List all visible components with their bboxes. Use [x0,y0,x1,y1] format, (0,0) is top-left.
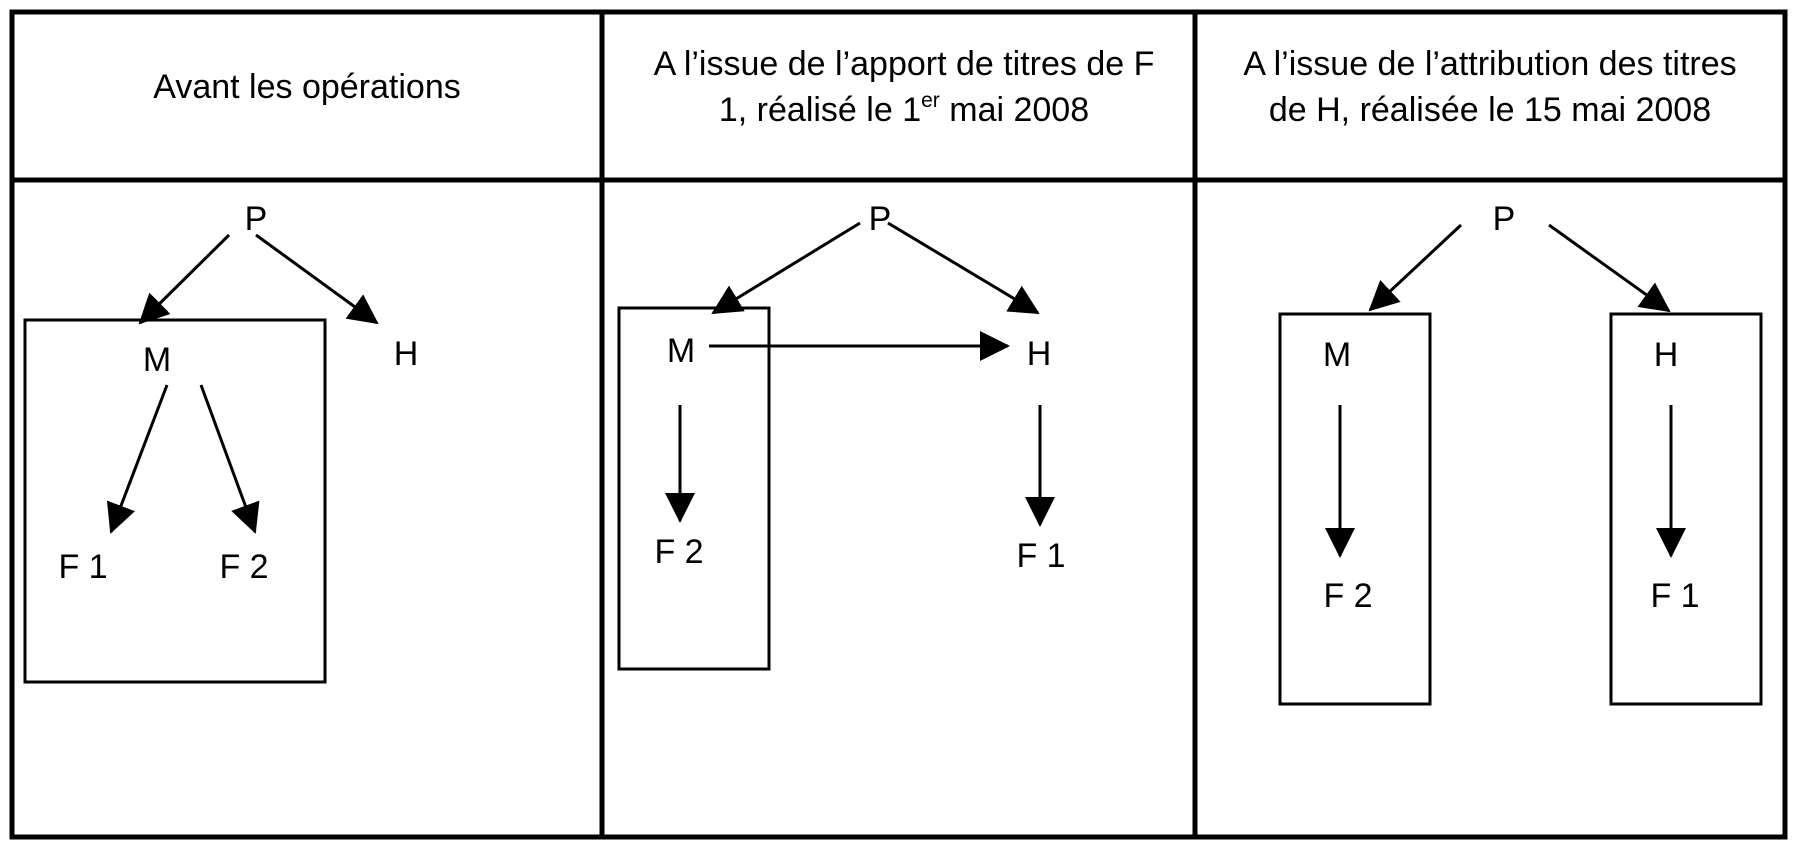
node-h: H [1654,336,1679,374]
header-before: Avant les opérations [153,68,460,106]
arrow-p-m [711,221,861,315]
node-h: H [394,335,419,373]
header-line2-part2: mai 2008 [940,91,1089,129]
node-h: H [1027,335,1052,373]
node-m: M [143,341,171,379]
column-after-contribution: P M H F 2 F 1 [617,200,1066,671]
node-f2: F 2 [654,533,703,571]
group-box-m [1278,312,1432,706]
arrow-p-h [255,233,379,325]
node-f1: F 1 [1650,577,1699,615]
arrow-m-f2 [199,384,260,534]
group-box-m [23,318,327,684]
group-box-m [617,306,771,671]
column-before: P M H F 1 F 2 [23,200,419,684]
node-f2: F 2 [219,548,268,586]
node-f1: F 1 [58,548,107,586]
node-p: P [1493,200,1516,238]
arrow-p-h [887,221,1040,315]
node-f2: F 2 [1323,577,1372,615]
header-after-allocation: A l’issue de l’attribution des titres [1243,45,1736,83]
arrow-p-m [138,233,231,325]
arrow-p-h [1548,223,1671,313]
group-box-h [1609,312,1763,706]
arrow-m-f1 [106,384,169,534]
table-frame [9,9,1788,840]
header-after-allocation-line2: de H, réalisée le 15 mai 2008 [1269,91,1711,129]
node-m: M [667,332,695,370]
header-after-contribution: A l’issue de l’apport de titres de F [654,45,1155,83]
arrow-p-m [1368,223,1463,312]
header-line2-part1: 1, réalisé le 1 [719,91,921,129]
node-f1: F 1 [1016,537,1065,575]
node-m: M [1323,336,1351,374]
column-after-allocation: P M H F 2 F 1 [1278,200,1763,706]
node-p: P [869,200,892,238]
header-superscript: er [921,89,940,112]
header-after-contribution-line2: 1, réalisé le 1er mai 2008 [719,89,1089,129]
node-p: P [245,200,268,238]
